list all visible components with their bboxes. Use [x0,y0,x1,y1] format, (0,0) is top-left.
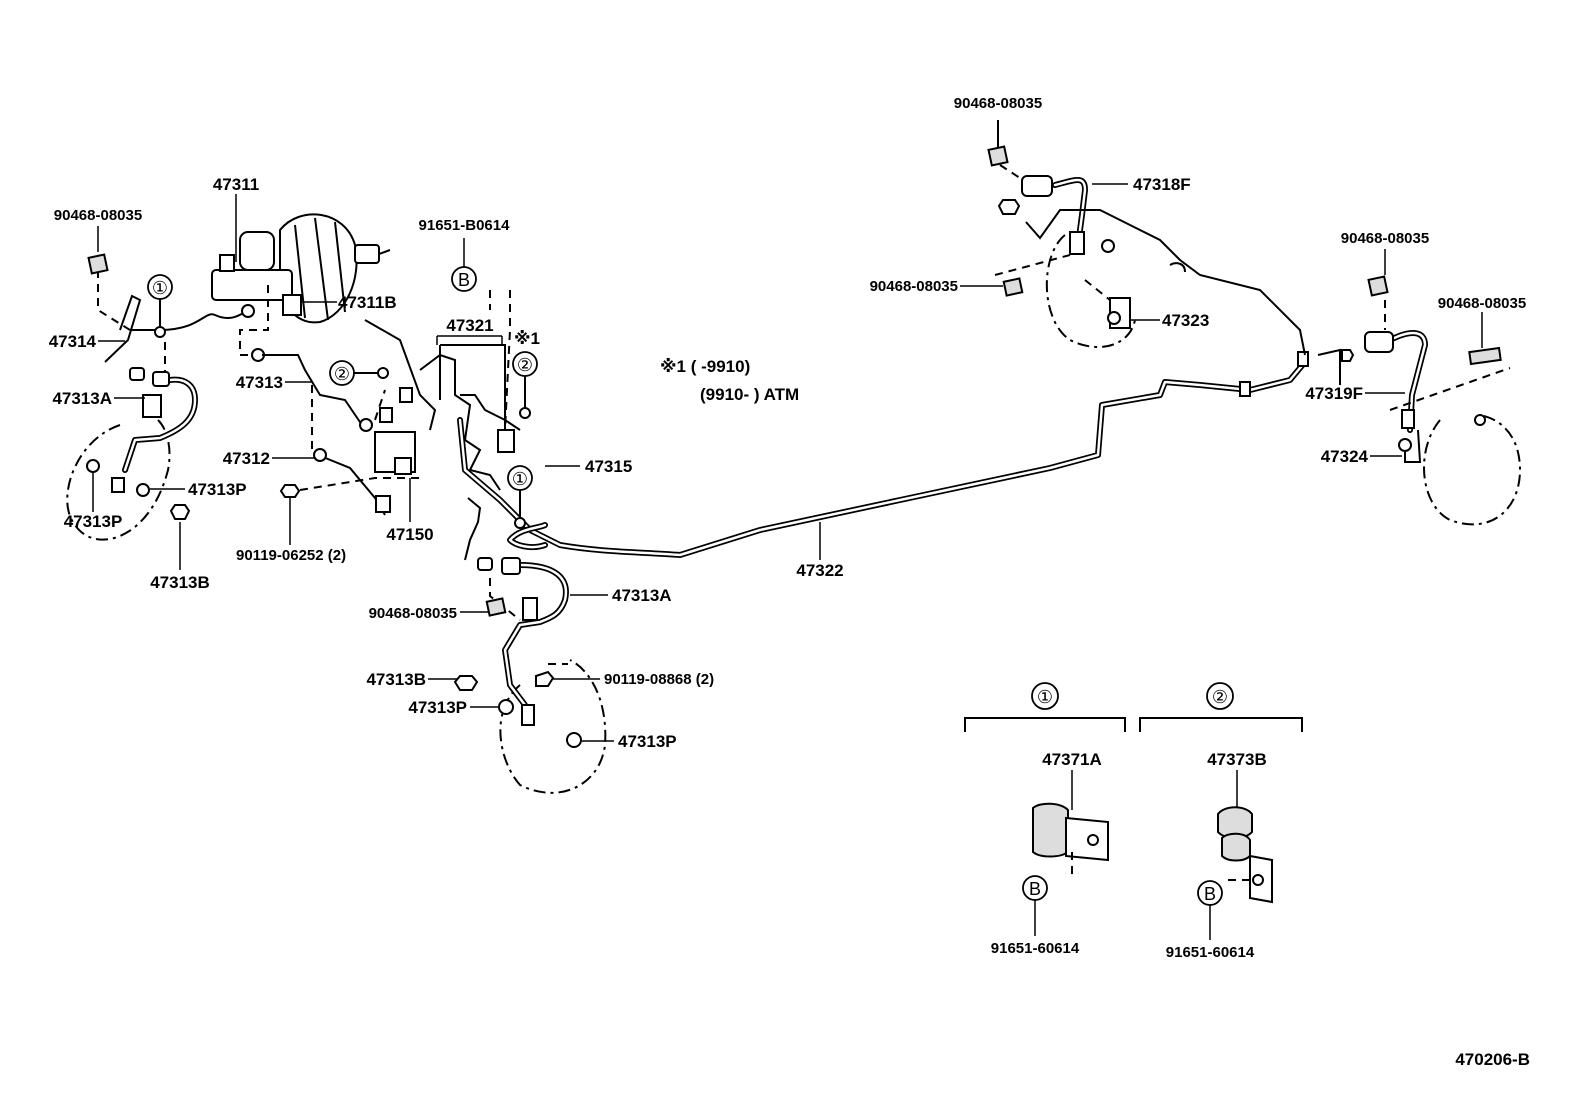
label-47313-upper: 47313 [236,373,283,392]
clamp-detail-one: ① B [964,682,1126,936]
label-47313p-left-1: 47313P [188,480,247,499]
label-bolt-left: 90119-06252 (2) [236,547,346,564]
label-bolt-b: 91651-B0614 [419,217,511,234]
label-47312: 47312 [223,449,270,468]
svg-text:①: ① [152,278,168,298]
label-47313b-left: 47313B [150,573,210,592]
label-clip-tl: 90468-08035 [54,207,142,224]
label-47313p-mid-1: 47313P [408,698,467,717]
callout-one-left: ① [147,274,173,338]
callout-b-top: B [451,238,477,292]
label-47321: 47321 [446,316,493,335]
label-47323: 47323 [1162,311,1209,330]
label-47318f: 47318F [1133,175,1191,194]
callout-two-left: ② [329,360,389,386]
label-47322: 47322 [796,561,843,580]
label-47313p-mid-2: 47313P [618,732,677,751]
callout-two-center: ② [512,351,538,419]
label-47150: 47150 [386,525,433,544]
label-47314: 47314 [49,332,97,351]
svg-text:①: ① [1037,687,1053,707]
note1-line2: (9910- ) ATM [700,385,799,404]
figure-code: 470206-B [1455,1050,1530,1069]
label-clip-rt: 90468-08035 [1341,230,1429,247]
svg-text:①: ① [512,469,528,489]
note1-line1: ※1 ( -9910) [660,357,750,376]
label-47324: 47324 [1321,447,1369,466]
label-clip-tr: 90468-08035 [954,95,1042,112]
label-clip-mid-r: 90468-08035 [870,278,958,295]
svg-text:②: ② [1212,687,1228,707]
label-47371a: 47371A [1042,750,1102,769]
svg-text:②: ② [517,355,533,375]
label-note1-mark: ※1 [514,329,540,348]
svg-text:②: ② [334,364,350,384]
part-labels: 90468-08035 47311 91651-B0614 90468-0803… [49,95,1530,1069]
label-clip-lower: 90468-08035 [369,605,457,622]
label-47313p-left-2: 47313P [64,512,123,531]
label-47315: 47315 [585,457,632,476]
label-47313a-left: 47313A [52,389,112,408]
svg-text:B: B [1204,884,1216,904]
label-47311: 47311 [213,175,259,194]
callout-one-center: ① [507,465,533,529]
label-bolt-mid: 90119-08868 (2) [604,671,714,688]
leader-lines [92,183,1483,742]
label-47313b-mid: 47313B [366,670,426,689]
label-clamp1-bolt: 91651-60614 [991,940,1080,957]
label-clip-far-r: 90468-08035 [1438,295,1526,312]
left-front-brake-assembly [66,253,255,541]
clamp-detail-two: ② B [1139,682,1303,940]
label-47313a-mid: 47313A [612,586,672,605]
svg-text:B: B [1029,879,1041,899]
master-cylinder-booster [211,213,391,426]
right-front-brake-assembly [453,497,607,794]
center-valve-area [279,290,521,516]
rear-right-brake-assembly [1317,275,1522,526]
label-47373b: 47373B [1207,750,1267,769]
label-47311b: 47311B [338,293,397,312]
rear-left-brake-assembly [987,120,1306,356]
label-47319f: 47319F [1305,384,1363,403]
main-rear-tube [457,351,1309,558]
svg-text:B: B [458,270,470,290]
label-clamp2-bolt: 91651-60614 [1166,944,1255,961]
